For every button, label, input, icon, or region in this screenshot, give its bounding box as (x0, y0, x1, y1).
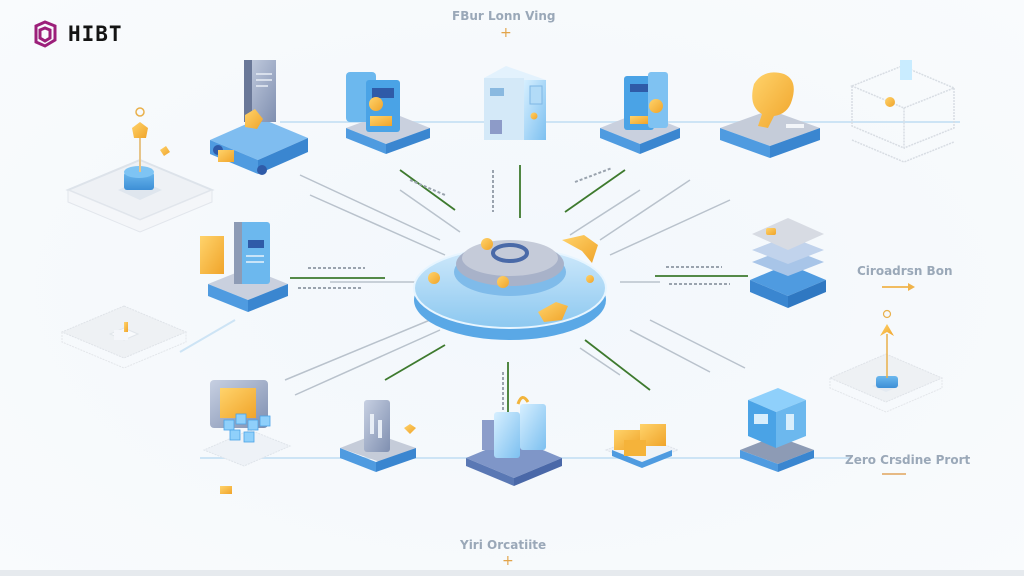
arrow-right-icon (882, 283, 915, 291)
label-bottom-right: Zero Crsdine Prort (845, 453, 971, 467)
node-monitor-blocks[interactable] (202, 380, 292, 494)
node-layer-stack[interactable] (750, 218, 826, 308)
label-bottom: Yiri Orcatiite (460, 538, 547, 552)
node-ice-blocks[interactable] (466, 396, 562, 486)
node-document-folder[interactable] (200, 222, 288, 312)
node-wireframe-platform (60, 305, 188, 369)
node-vault-door[interactable] (340, 400, 416, 472)
node-gold-bars[interactable] (604, 424, 680, 468)
label-right: Ciroadrsn Bon (857, 264, 953, 278)
node-document-cart[interactable] (210, 60, 308, 175)
plus-marker-top-icon: + (500, 25, 512, 41)
node-gold-trophy[interactable] (720, 72, 820, 158)
central-hub[interactable] (413, 235, 607, 340)
plus-marker-bottom-icon: + (502, 553, 514, 569)
hexagon-cube-logo-icon (34, 20, 57, 48)
node-wallet[interactable] (346, 72, 430, 154)
node-atm[interactable] (600, 72, 680, 154)
node-server-tower[interactable] (484, 66, 546, 140)
node-upload-arrow[interactable] (828, 309, 944, 413)
bottom-bar (0, 570, 1024, 576)
label-top: FBur Lonn Ving (452, 9, 556, 23)
brand-name: HIBT (68, 22, 123, 46)
node-wireframe-box (850, 60, 956, 163)
connector-lines (179, 121, 960, 459)
brand-logo[interactable]: HIBT (30, 20, 123, 48)
node-flag-pedestal[interactable] (65, 107, 215, 233)
node-ai-cube[interactable] (740, 388, 814, 472)
